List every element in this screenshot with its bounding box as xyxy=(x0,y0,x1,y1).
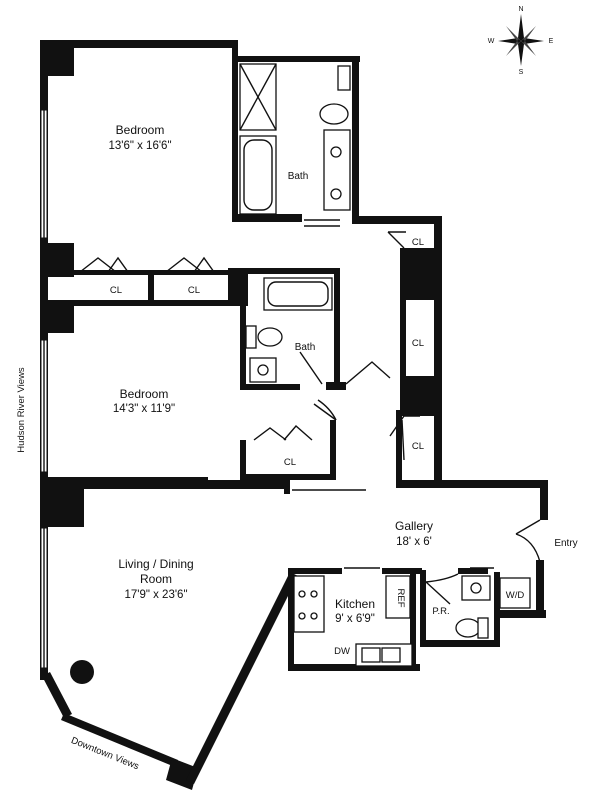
bedroom2-dims: 14'3" x 11'9" xyxy=(113,403,175,415)
bath2-name: Bath xyxy=(295,342,316,353)
compass-e: E xyxy=(549,38,554,45)
room-labels: Bedroom 13'6" x 16'6" Bath Bath Bedroom … xyxy=(108,123,433,625)
doors xyxy=(79,219,541,605)
closet-label: CL xyxy=(412,441,424,452)
ref-label: REF xyxy=(395,589,406,608)
compass-rose-icon: N S W E xyxy=(488,6,554,76)
gallery-dims: 18' x 6' xyxy=(396,536,432,548)
living-name-line2: Room xyxy=(140,572,172,586)
pr-label: P.R. xyxy=(432,606,449,617)
bath1-name: Bath xyxy=(288,171,309,182)
living-dims: 17'9" x 23'6" xyxy=(124,589,187,601)
dw-label: DW xyxy=(334,646,350,657)
bedroom1-name: Bedroom xyxy=(116,123,165,137)
bedroom2-name: Bedroom xyxy=(120,387,169,401)
compass-w: W xyxy=(488,38,495,45)
wd-label: W/D xyxy=(506,590,525,601)
gallery-name: Gallery xyxy=(395,519,433,533)
structural-column xyxy=(70,660,94,684)
fixture-labels: REF DW W/D P.R. Entry xyxy=(334,538,578,657)
kitchen-name: Kitchen xyxy=(335,597,375,611)
closet-label: CL xyxy=(284,457,296,468)
fixtures xyxy=(70,63,531,684)
kitchen-dims: 9' x 6'9" xyxy=(335,613,375,625)
entry-label: Entry xyxy=(554,538,577,549)
windows xyxy=(40,109,48,669)
compass-n: N xyxy=(518,6,523,13)
interior-walls xyxy=(48,214,500,668)
bedroom1-dims: 13'6" x 16'6" xyxy=(108,140,171,152)
hudson-river-views-label: Hudson River Views xyxy=(16,367,27,453)
closet-label: CL xyxy=(412,237,424,248)
closet-label: CL xyxy=(412,338,424,349)
closet-labels: CL CL CL CL CL CL xyxy=(110,237,424,468)
closet-label: CL xyxy=(188,285,200,296)
living-name-line1: Living / Dining xyxy=(118,557,193,571)
compass-s: S xyxy=(519,69,524,76)
exterior-walls xyxy=(40,40,548,790)
closet-label: CL xyxy=(110,285,122,296)
